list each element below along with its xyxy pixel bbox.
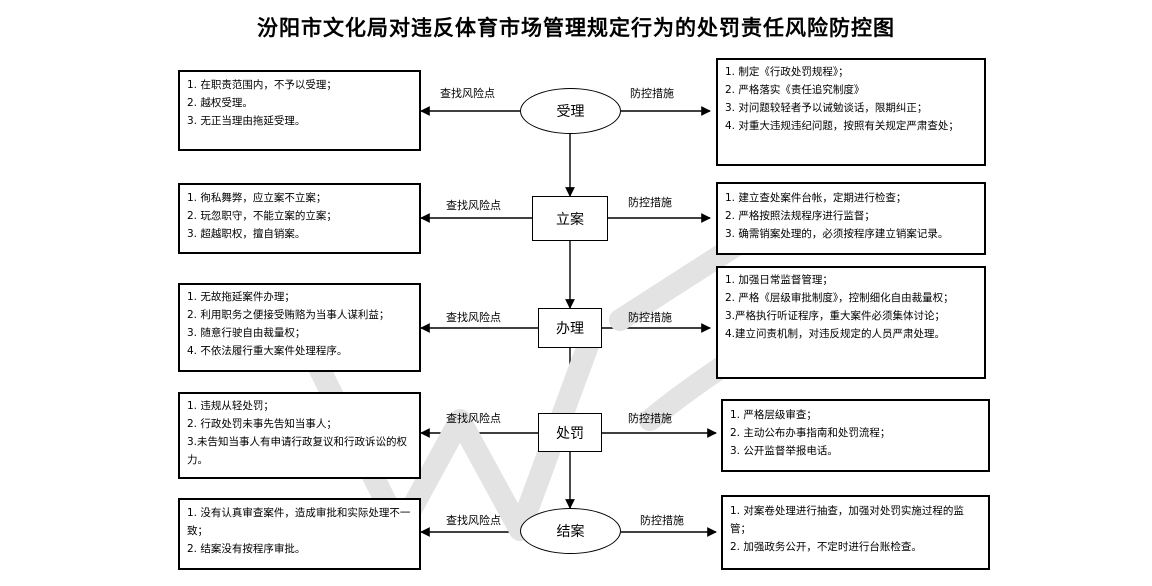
- risk-item: 2. 利用职务之便接受贿赂为当事人谋利益；: [187, 309, 390, 321]
- risk-item: 3.未告知当事人有申请行政复议和行政诉讼的权力。: [187, 436, 408, 466]
- measure-item: 2. 主动公布办事指南和处罚流程；: [730, 427, 891, 439]
- measure-label-3: 防控措施: [628, 311, 672, 324]
- risk-box-file-case: 1. 徇私舞弊，应立案不立案； 2. 玩忽职守，不能立案的立案； 3. 超越职权…: [178, 183, 421, 254]
- risk-item: 4. 不依法履行重大案件处理程序。: [187, 345, 348, 357]
- measure-item: 2. 严格按照法规程序进行监督；: [725, 210, 875, 222]
- risk-item: 2. 玩忽职守，不能立案的立案；: [187, 210, 337, 222]
- stage-node-close-case: 结案: [520, 508, 621, 554]
- risk-item: 3. 无正当理由拖延受理。: [187, 115, 306, 127]
- stage-node-penalty: 处罚: [538, 413, 602, 452]
- risk-item: 2. 结案没有按程序审批。: [187, 543, 306, 555]
- measure-item: 4. 对重大违规违纪问题，按照有关规定严肃查处；: [725, 120, 959, 132]
- measure-item: 1. 对案卷处理进行抽查，加强对处罚实施过程的监管；: [730, 505, 964, 535]
- stage-node-accept: 受理: [520, 88, 621, 134]
- measure-item: 3. 公开监督举报电话。: [730, 445, 838, 457]
- measure-box-penalty: 1. 严格层级审查； 2. 主动公布办事指南和处罚流程； 3. 公开监督举报电话…: [721, 399, 990, 472]
- risk-item: 2. 行政处罚未事先告知当事人；: [187, 418, 337, 430]
- risk-box-penalty: 1. 违规从轻处罚； 2. 行政处罚未事先告知当事人； 3.未告知当事人有申请行…: [178, 392, 421, 479]
- diagram-title: 汾阳市文化局对违反体育市场管理规定行为的处罚责任风险防控图: [257, 15, 895, 40]
- risk-item: 1. 在职责范围内，不予以受理；: [187, 79, 337, 91]
- measure-box-handle: 1. 加强日常监督管理； 2. 严格《层级审批制度》，控制细化自由裁量权； 3.…: [716, 266, 986, 379]
- measure-item: 3. 确需销案处理的，必须按程序建立销案记录。: [725, 228, 949, 240]
- risk-box-handle: 1. 无故拖延案件办理； 2. 利用职务之便接受贿赂为当事人谋利益； 3. 随意…: [178, 283, 421, 372]
- measure-box-accept: 1. 制定《行政处罚规程》； 2. 严格落实《责任追究制度》 3. 对问题较轻者…: [716, 58, 986, 166]
- measure-label-1: 防控措施: [630, 87, 674, 100]
- measure-item: 4.建立问责机制，对违反规定的人员严肃处理。: [725, 328, 946, 340]
- measure-item: 3.严格执行听证程序，重大案件必须集体讨论；: [725, 310, 946, 322]
- risk-box-close-case: 1. 没有认真审查案件，造成审批和实际处理不一致； 2. 结案没有按程序审批。: [178, 498, 421, 570]
- stage-label-penalty: 处罚: [556, 425, 584, 442]
- risk-label-3: 查找风险点: [446, 311, 501, 324]
- stage-label-file-case: 立案: [556, 211, 584, 228]
- risk-item: 3. 随意行驶自由裁量权；: [187, 327, 306, 339]
- measure-item: 1. 制定《行政处罚规程》；: [725, 66, 849, 78]
- measure-item: 2. 严格《层级审批制度》，控制细化自由裁量权；: [725, 292, 954, 304]
- stage-node-handle: 办理: [538, 308, 602, 348]
- risk-item: 2. 越权受理。: [187, 97, 253, 109]
- measure-box-close-case: 1. 对案卷处理进行抽查，加强对处罚实施过程的监管； 2. 加强政务公开，不定时…: [721, 495, 990, 570]
- measure-box-file-case: 1. 建立查处案件台帐，定期进行检查； 2. 严格按照法规程序进行监督； 3. …: [716, 182, 986, 255]
- risk-box-accept: 1. 在职责范围内，不予以受理； 2. 越权受理。 3. 无正当理由拖延受理。: [178, 70, 421, 151]
- measure-item: 1. 建立查处案件台帐，定期进行检查；: [725, 192, 907, 204]
- stage-label-close-case: 结案: [556, 524, 585, 540]
- measure-label-5: 防控措施: [640, 514, 684, 527]
- risk-item: 1. 徇私舞弊，应立案不立案；: [187, 192, 327, 204]
- measure-item: 1. 加强日常监督管理；: [725, 274, 833, 286]
- stage-node-file-case: 立案: [532, 196, 608, 241]
- risk-label-1: 查找风险点: [440, 87, 495, 100]
- measure-item: 1. 严格层级审查；: [730, 409, 817, 421]
- stage-label-handle: 办理: [556, 321, 584, 337]
- risk-item: 1. 无故拖延案件办理；: [187, 291, 295, 303]
- risk-label-5: 查找风险点: [446, 514, 501, 527]
- measure-item: 3. 对问题较轻者予以诫勉谈话，限期纠正；: [725, 102, 928, 114]
- measure-item: 2. 严格落实《责任追究制度》: [725, 84, 865, 96]
- risk-item: 1. 没有认真审查案件，造成审批和实际处理不一致；: [187, 507, 411, 537]
- measure-label-4: 防控措施: [628, 412, 672, 425]
- measure-label-2: 防控措施: [628, 196, 672, 209]
- risk-label-2: 查找风险点: [446, 199, 501, 212]
- measure-item: 2. 加强政务公开，不定时进行台账检查。: [730, 541, 922, 553]
- risk-item: 3. 超越职权，擅自销案。: [187, 228, 306, 240]
- risk-item: 1. 违规从轻处罚；: [187, 400, 274, 412]
- stage-label-accept: 受理: [556, 104, 585, 120]
- risk-label-4: 查找风险点: [446, 412, 501, 425]
